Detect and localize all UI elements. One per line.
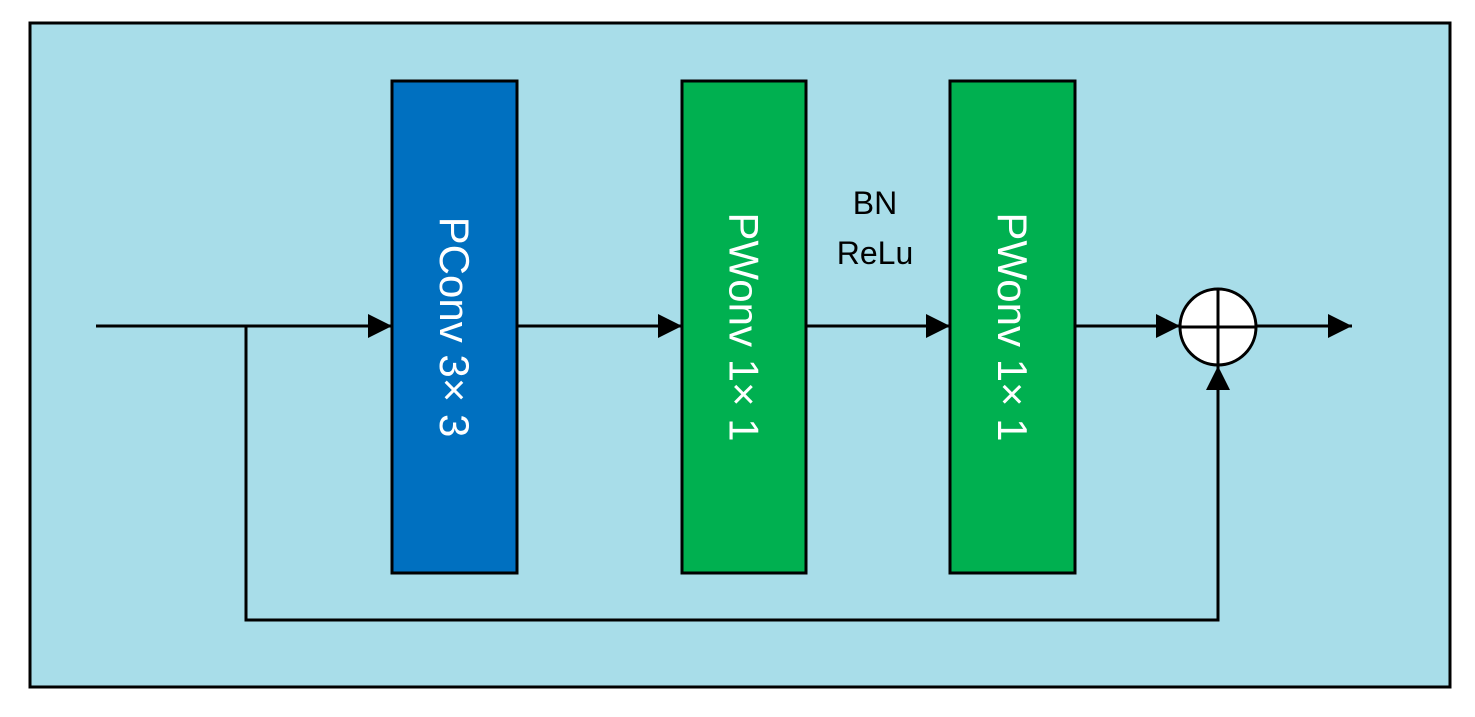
block-pwconv-1-label: PWonv 1× 1 bbox=[721, 212, 768, 441]
block-pwconv-1: PWonv 1× 1 bbox=[680, 79, 808, 575]
annotation-relu: ReLu bbox=[837, 235, 914, 271]
skip-connection-line bbox=[244, 326, 1230, 622]
block-pconv-rect bbox=[390, 79, 519, 575]
block-pconv-label: PConv 3× 3 bbox=[431, 217, 478, 438]
block-pconv: PConv 3× 3 bbox=[390, 79, 519, 575]
block-pwconv-2: PWonv 1× 1 bbox=[948, 79, 1077, 575]
block-pwconv-1-rect bbox=[680, 79, 808, 575]
annotation-bn: BN bbox=[853, 185, 897, 221]
block-pwconv-2-rect bbox=[948, 79, 1077, 575]
block-pwconv-2-label: PWonv 1× 1 bbox=[989, 212, 1036, 441]
circle-plus-icon bbox=[1178, 287, 1258, 367]
